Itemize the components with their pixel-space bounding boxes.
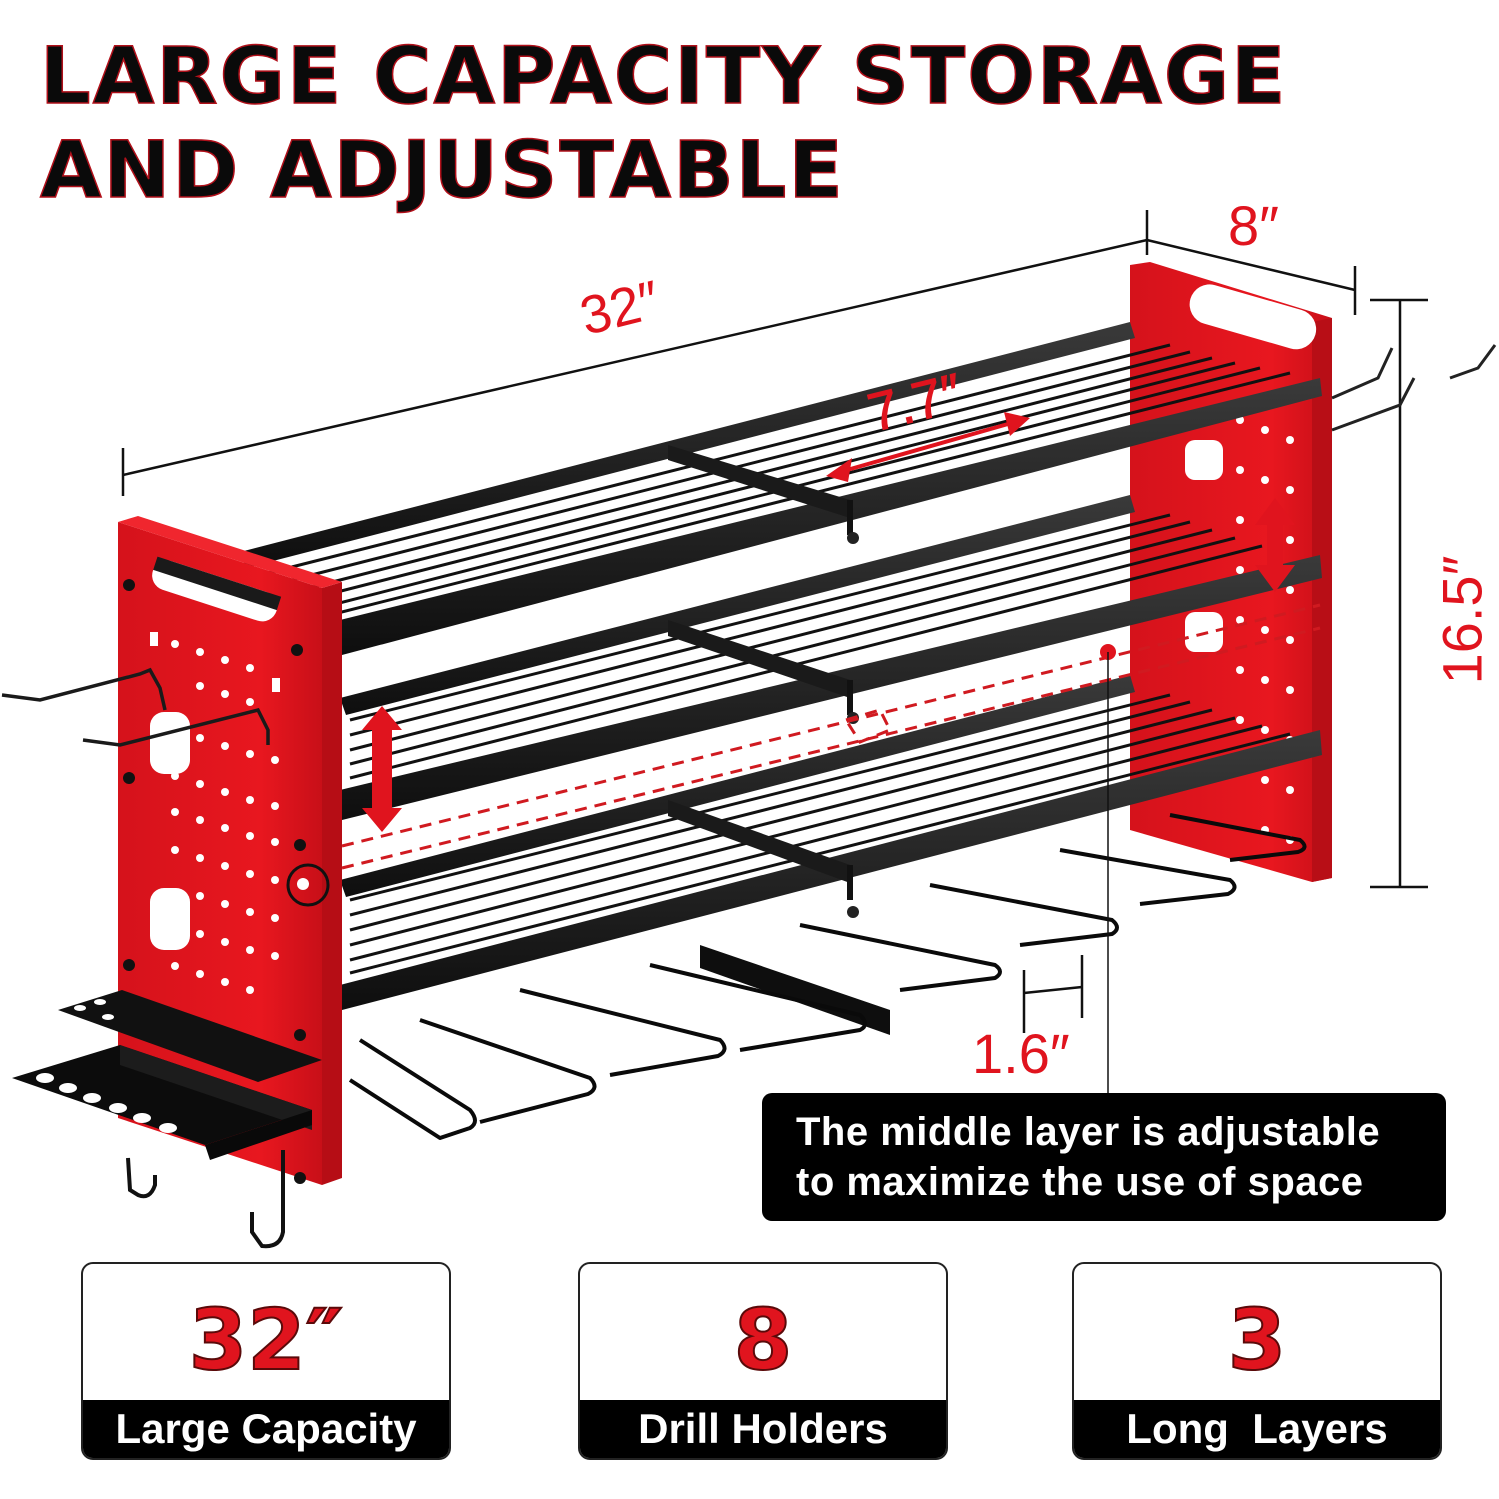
feature-card-capacity: 32″ Large Capacity [81, 1262, 451, 1460]
drill-holders [348, 813, 1307, 1140]
dimension-lines [121, 210, 1428, 1033]
headline-line-1: LARGE CAPACITY STORAGE [39, 31, 1288, 123]
left-hooks [1, 667, 270, 747]
height-dimension-label: 16.5″ [1430, 555, 1494, 685]
feature-value: 3 [1227, 1291, 1287, 1389]
accessory-tray [12, 990, 322, 1249]
feature-label: Long Layers [1074, 1400, 1440, 1458]
depth-dimension-line [1146, 238, 1356, 292]
feature-card-layers: 3 Long Layers [1072, 1262, 1442, 1460]
headline: LARGE CAPACITY STORAGE AND ADJUSTABLE [39, 30, 1288, 218]
shelf-middle [340, 495, 1322, 820]
section-arrow-7-7 [826, 412, 1030, 482]
feature-label: Drill Holders [580, 1400, 946, 1458]
length-dimension-line [122, 238, 1148, 477]
adjustable-layer-callout: The middle layer is adjustable to maximi… [762, 1093, 1446, 1221]
feature-label: Large Capacity [83, 1400, 449, 1458]
feature-value: 8 [733, 1291, 793, 1389]
feature-value: 32″ [188, 1291, 344, 1389]
holder-gap-dimension-label: 1.6″ [972, 1022, 1070, 1085]
right-hooks [1331, 344, 1497, 432]
depth-dimension-label: 8″ [1228, 194, 1279, 257]
callout-line-2: to maximize the use of space [796, 1160, 1364, 1204]
tray-hook-right [250, 1150, 285, 1249]
headline-line-2: AND ADJUSTABLE [39, 125, 845, 217]
adjust-dashed-outline [341, 603, 1321, 870]
callout-leader [1100, 644, 1116, 1093]
adjust-arrow-left [362, 706, 402, 832]
feature-card-drill-holders: 8 Drill Holders [578, 1262, 948, 1460]
adjust-arrow-right [1255, 498, 1295, 592]
center-support-bar [700, 945, 890, 1035]
shelf-top [240, 322, 1322, 655]
adjust-hole-highlight [286, 863, 330, 907]
tray-hook-left [126, 1157, 157, 1199]
callout-line-1: The middle layer is adjustable [796, 1110, 1381, 1154]
